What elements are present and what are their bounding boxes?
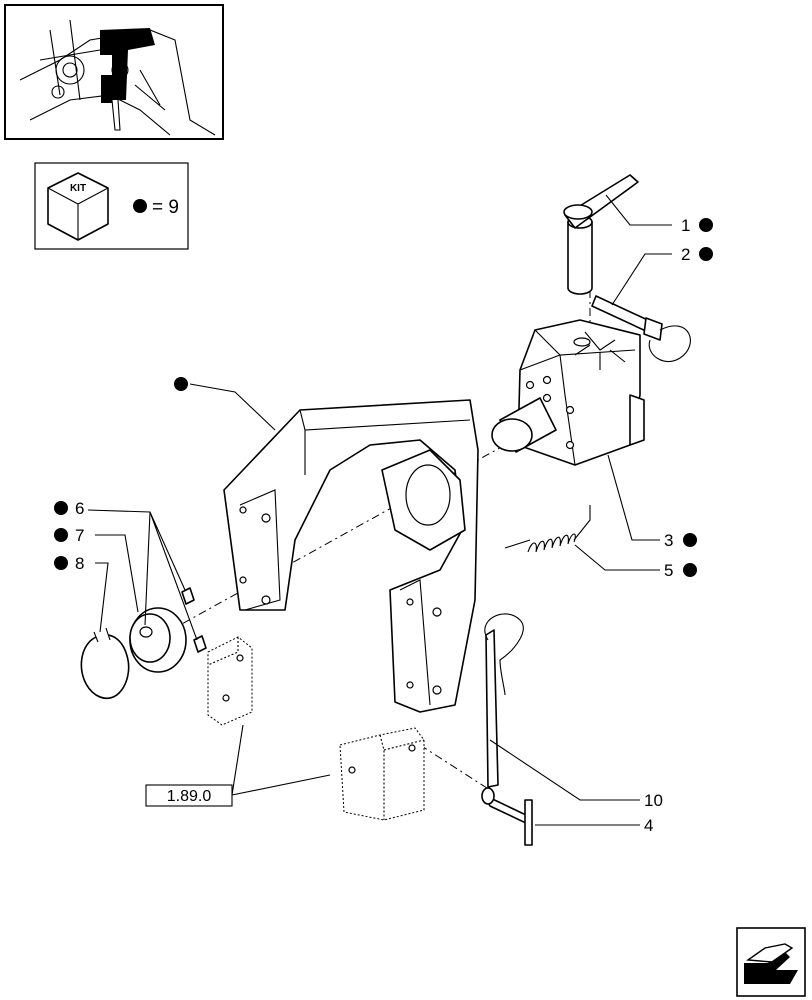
kit-dot-icon — [174, 377, 188, 391]
kit-dot-icon — [54, 501, 68, 515]
hook-bracket — [223, 399, 479, 713]
kit-dot-icon — [54, 528, 68, 542]
hitch-body-part-3 — [491, 319, 645, 466]
callout-1: 1 — [681, 216, 713, 235]
callout-2-label: 2 — [681, 245, 690, 264]
callout-1-label: 1 — [681, 216, 690, 235]
kit-equals-text: = 9 — [152, 197, 179, 218]
long-pin-part-10 — [484, 613, 524, 788]
next-page-arrow-icon — [744, 943, 798, 984]
reference-label: 1.89.0 — [167, 788, 212, 805]
callout-8-label: 8 — [75, 554, 84, 573]
kit-legend: KIT = 9 — [34, 162, 189, 250]
callout-4: 4 — [644, 816, 653, 835]
callout-10-label: 10 — [644, 791, 663, 810]
callout-bracket — [174, 377, 188, 391]
leader-lines — [87, 194, 672, 826]
callout-3: 3 — [664, 531, 697, 550]
grease-fitting-part-6 — [181, 587, 207, 653]
kit-dot-icon — [699, 218, 713, 232]
callout-8: 8 — [54, 554, 84, 573]
callout-10: 10 — [644, 791, 663, 810]
locator-thumbnail — [4, 4, 224, 140]
callout-2: 2 — [681, 245, 713, 264]
spring-part-5 — [504, 505, 591, 553]
reference-1-89-0[interactable]: 1.89.0 — [145, 784, 233, 807]
next-page-button[interactable] — [736, 927, 806, 997]
small-pin-part-4 — [481, 787, 533, 846]
callout-5: 5 — [664, 561, 697, 580]
kit-dot-icon — [683, 533, 697, 547]
kit-dot-icon — [54, 556, 68, 570]
callout-7: 7 — [54, 526, 84, 545]
reference-bracket-upper — [207, 636, 253, 726]
callout-6: 6 — [54, 499, 84, 518]
kit-dot-icon — [699, 247, 713, 261]
callout-4-label: 4 — [644, 816, 653, 835]
circlip-part-8 — [80, 627, 130, 699]
pin-part-1 — [563, 174, 639, 295]
kit-dot-icon — [683, 563, 697, 577]
callout-3-label: 3 — [664, 531, 673, 550]
bushing-part-7 — [129, 607, 187, 673]
kit-cube-icon — [47, 172, 109, 241]
kit-dot-icon — [133, 199, 147, 213]
kit-label: KIT — [70, 183, 86, 194]
lynch-pin-part-2 — [591, 295, 691, 363]
callout-7-label: 7 — [75, 526, 84, 545]
reference-bracket-lower — [339, 727, 425, 821]
callout-5-label: 5 — [664, 561, 673, 580]
callout-6-label: 6 — [75, 499, 84, 518]
